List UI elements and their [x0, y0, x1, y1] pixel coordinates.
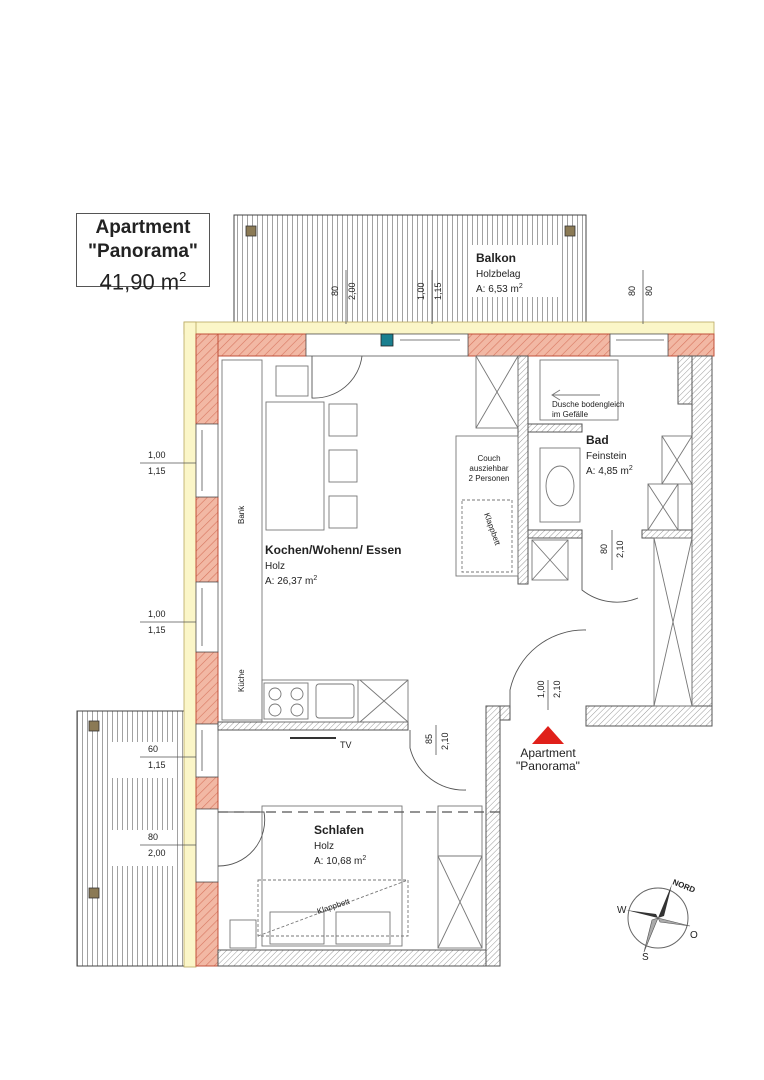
dim-left-window3-w: 60	[148, 744, 158, 754]
label-bank: Bank	[237, 505, 246, 524]
entrance-arrow-icon	[532, 726, 564, 744]
burner	[290, 687, 304, 701]
compass-s: S	[642, 952, 649, 963]
dim-bad-door-h: 2,10	[615, 540, 625, 558]
insulation	[183, 321, 715, 968]
furniture	[218, 355, 693, 949]
balcony-left	[76, 710, 186, 967]
dim-left-door-w: 80	[148, 832, 158, 842]
burner	[290, 703, 304, 717]
dining-table	[265, 401, 325, 531]
balcony-post	[564, 225, 576, 237]
balcony-post	[245, 225, 257, 237]
room-area-schlafen: A: 10,68 m2	[314, 855, 366, 867]
room-floor-schlafen: Holz	[314, 841, 334, 852]
balcony-top	[233, 214, 587, 324]
entrance-label-2: "Panorama"	[516, 759, 580, 773]
chair	[275, 365, 309, 397]
plan-title-box: Apartment "Panorama" 41,90 m2	[76, 213, 210, 294]
label-klappbett-couch: Klappbett	[482, 512, 502, 548]
sink	[315, 683, 355, 719]
shower	[539, 359, 619, 421]
bed	[261, 805, 403, 947]
dim-entry-door-w: 1,00	[536, 680, 546, 698]
label-tv: TV	[340, 740, 352, 750]
dim-balcony-door-h: 2,00	[347, 282, 357, 300]
kitchen-counter	[261, 679, 409, 723]
dim-balcony-door-w: 80	[330, 286, 340, 296]
label-couch-2: ausziehbar	[469, 464, 508, 473]
room-name-schlafen: Schlafen	[314, 823, 364, 837]
label-kueche: Küche	[237, 669, 246, 692]
door-swings	[217, 355, 639, 867]
dim-left-window3-h: 1,15	[148, 760, 166, 770]
chair	[328, 495, 358, 529]
windows	[195, 333, 669, 883]
label-klappbett-bed: Klappbett	[316, 897, 352, 916]
room-name-wohnen: Kochen/Wohenn/ Essen	[265, 543, 401, 557]
room-area-bad: A: 4,85 m2	[586, 465, 633, 477]
label-couch-3: 2 Personen	[469, 474, 510, 483]
dim-left-window2-h: 1,15	[148, 625, 166, 635]
label-dusche-2: im Gefälle	[552, 410, 589, 419]
dim-bed-door-h: 2,10	[440, 732, 450, 750]
couch	[455, 435, 519, 577]
dim-bed-door-w: 85	[424, 734, 434, 744]
dim-left-window2-w: 1,00	[148, 609, 166, 619]
label-couch-1: Couch	[477, 454, 500, 463]
chair	[328, 449, 358, 483]
balcony-post	[88, 887, 100, 899]
dim-right-window-h: 80	[644, 286, 654, 296]
dim-left-window1-w: 1,00	[148, 450, 166, 460]
dimension-lines	[140, 270, 644, 846]
room-floor-balkon: Holzbelag	[476, 269, 520, 280]
stove	[263, 682, 309, 720]
dim-balcony-window-h: 1,15	[433, 282, 443, 300]
bench	[221, 359, 263, 721]
room-name-bad: Bad	[586, 433, 609, 447]
balcony-label-bg	[470, 245, 560, 297]
label-dusche-1: Dusche bodengleich	[552, 400, 625, 409]
room-floor-wohnen: Holz	[265, 561, 285, 572]
plan-title-area-sup: 2	[179, 269, 187, 284]
dim-entry-door-h: 2,10	[552, 680, 562, 698]
plan-title-area: 41,90 m2	[77, 264, 209, 295]
dim-right-window-w: 80	[627, 286, 637, 296]
room-area-balkon: A: 6,53 m2	[476, 283, 523, 295]
room-floor-bad: Feinstein	[586, 451, 627, 462]
outer-walls	[195, 333, 715, 967]
entrance-label-1: Apartment	[520, 746, 576, 760]
room-name-balkon: Balkon	[476, 251, 516, 265]
burner	[268, 687, 282, 701]
plan-title-line1: Apartment	[95, 217, 191, 238]
dim-label-bg	[110, 742, 174, 778]
balcony-post	[88, 720, 100, 732]
dim-label-bg	[110, 830, 174, 866]
compass-w: W	[617, 905, 627, 916]
compass-icon: NORD W O S	[617, 878, 698, 963]
dim-left-window1-h: 1,15	[148, 466, 166, 476]
plan-title-area-value: 41,90 m	[99, 269, 180, 295]
burner	[268, 703, 282, 717]
compass-o: O	[690, 930, 698, 941]
washbasin	[545, 465, 575, 507]
washbasin-unit	[539, 447, 581, 523]
chair	[328, 403, 358, 437]
plan-title-line2: "Panorama"	[88, 241, 198, 262]
grey-walls	[217, 355, 713, 967]
window-accent	[380, 333, 394, 347]
dim-bad-door-w: 80	[599, 544, 609, 554]
dim-balcony-window-w: 1,00	[416, 282, 426, 300]
compass-n: NORD	[671, 878, 696, 895]
room-area-wohnen: A: 26,37 m2	[265, 575, 317, 587]
dim-left-door-h: 2,00	[148, 848, 166, 858]
